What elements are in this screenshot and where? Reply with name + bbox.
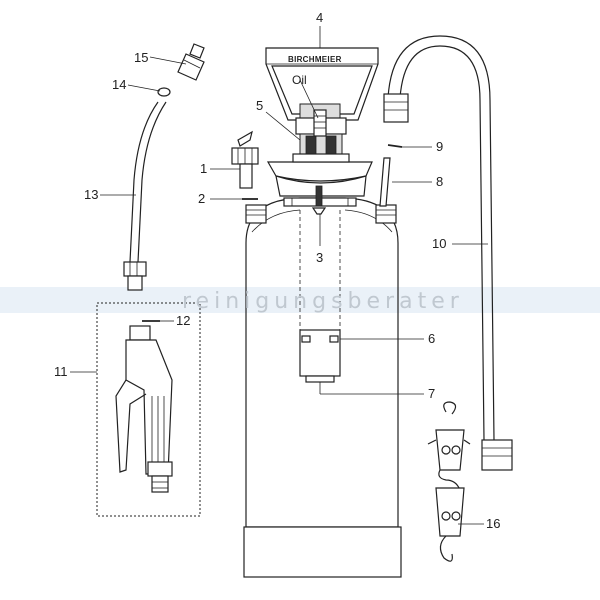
right-shoulder-fitting [375,204,397,224]
oil-label: Oil [292,73,307,87]
pump-head-part-5 [292,109,350,163]
callout-6: 6 [428,331,435,346]
neck-collar [266,161,373,207]
callout-7: 7 [428,386,435,401]
dip-tube-part-8 [379,157,391,207]
callout-9: 9 [436,139,443,154]
pump-seal-part-6 [301,335,339,343]
washer-part-14 [157,87,171,97]
callout-11: 11 [54,364,68,379]
leader-lines [70,26,488,525]
callout-16: 16 [486,516,500,531]
nozzle-part-15 [177,43,205,81]
valve-part-3 [311,185,327,215]
callout-3: 3 [316,250,323,265]
callout-2: 2 [198,191,205,206]
relief-valve-part-1 [231,130,259,189]
hose-part-10 [383,35,513,471]
spray-gun-part-11 [96,302,201,517]
spray-lance-part-13 [123,101,167,291]
callout-14: 14 [112,77,126,92]
callout-1: 1 [200,161,207,176]
callout-15: 15 [134,50,148,65]
tank-body [243,197,402,578]
pump-handle-part-4 [265,47,379,121]
callout-13: 13 [84,187,98,202]
callout-10: 10 [432,236,446,251]
callout-5: 5 [256,98,263,113]
left-shoulder-fitting [245,204,267,224]
strap-part-16 [427,401,471,562]
watermark-text: reinigungsberater [182,289,464,314]
callout-4: 4 [316,10,323,25]
callout-8: 8 [436,174,443,189]
pin-part-9 [387,144,403,148]
callout-12: 12 [176,313,190,328]
brand-label: BIRCHMEIER [288,55,342,64]
